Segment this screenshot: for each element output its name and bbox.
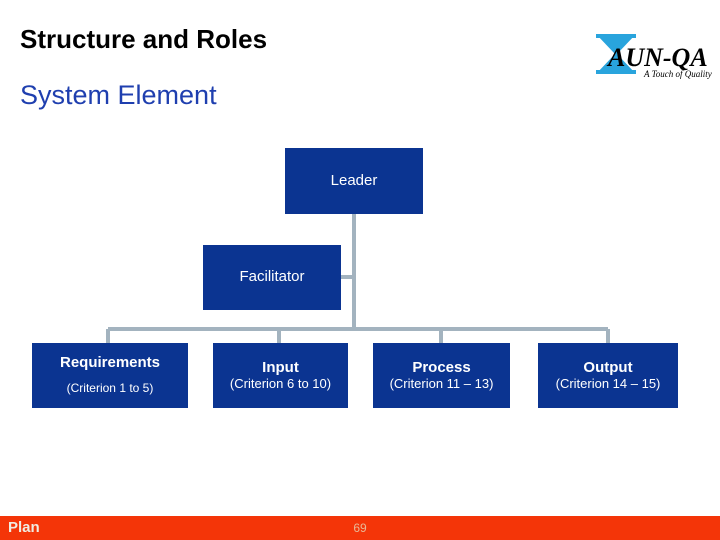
org-node-output-title: Output [583,358,633,376]
org-node-output-subtitle: (Criterion 14 – 15) [555,375,661,391]
org-node-input[interactable]: Input (Criterion 6 to 10) [213,343,348,408]
hourglass-icon [596,34,636,74]
aun-qa-logo: AUN-QA A Touch of Quality [588,28,712,80]
org-node-output[interactable]: Output (Criterion 14 – 15) [538,343,678,408]
org-node-requirements-subtitle: (Criterion 1 to 5) [66,381,154,396]
org-node-leader-title: Leader [330,171,378,189]
org-node-process-title: Process [412,358,471,376]
svg-text:A Touch of Quality: A Touch of Quality [643,69,712,79]
org-node-leader[interactable]: Leader [285,148,423,214]
org-node-requirements[interactable]: Requirements (Criterion 1 to 5) [32,343,188,408]
footer-bar: Plan 69 [0,516,720,540]
page-subtitle: System Element [20,80,217,110]
footer-page-number: 69 [353,521,367,535]
org-node-input-subtitle: (Criterion 6 to 10) [229,375,332,391]
org-node-input-title: Input [262,358,299,376]
org-node-requirements-title: Requirements [59,354,161,372]
page-title: Structure and Roles [20,24,268,54]
footer-section-label: Plan [8,519,40,536]
org-node-process-subtitle: (Criterion 11 – 13) [389,375,494,391]
org-node-process[interactable]: Process (Criterion 11 – 13) [373,343,510,408]
svg-text:AUN-QA: AUN-QA [606,43,708,72]
org-node-facilitator[interactable]: Facilitator [203,245,341,310]
org-node-facilitator-title: Facilitator [239,268,305,286]
